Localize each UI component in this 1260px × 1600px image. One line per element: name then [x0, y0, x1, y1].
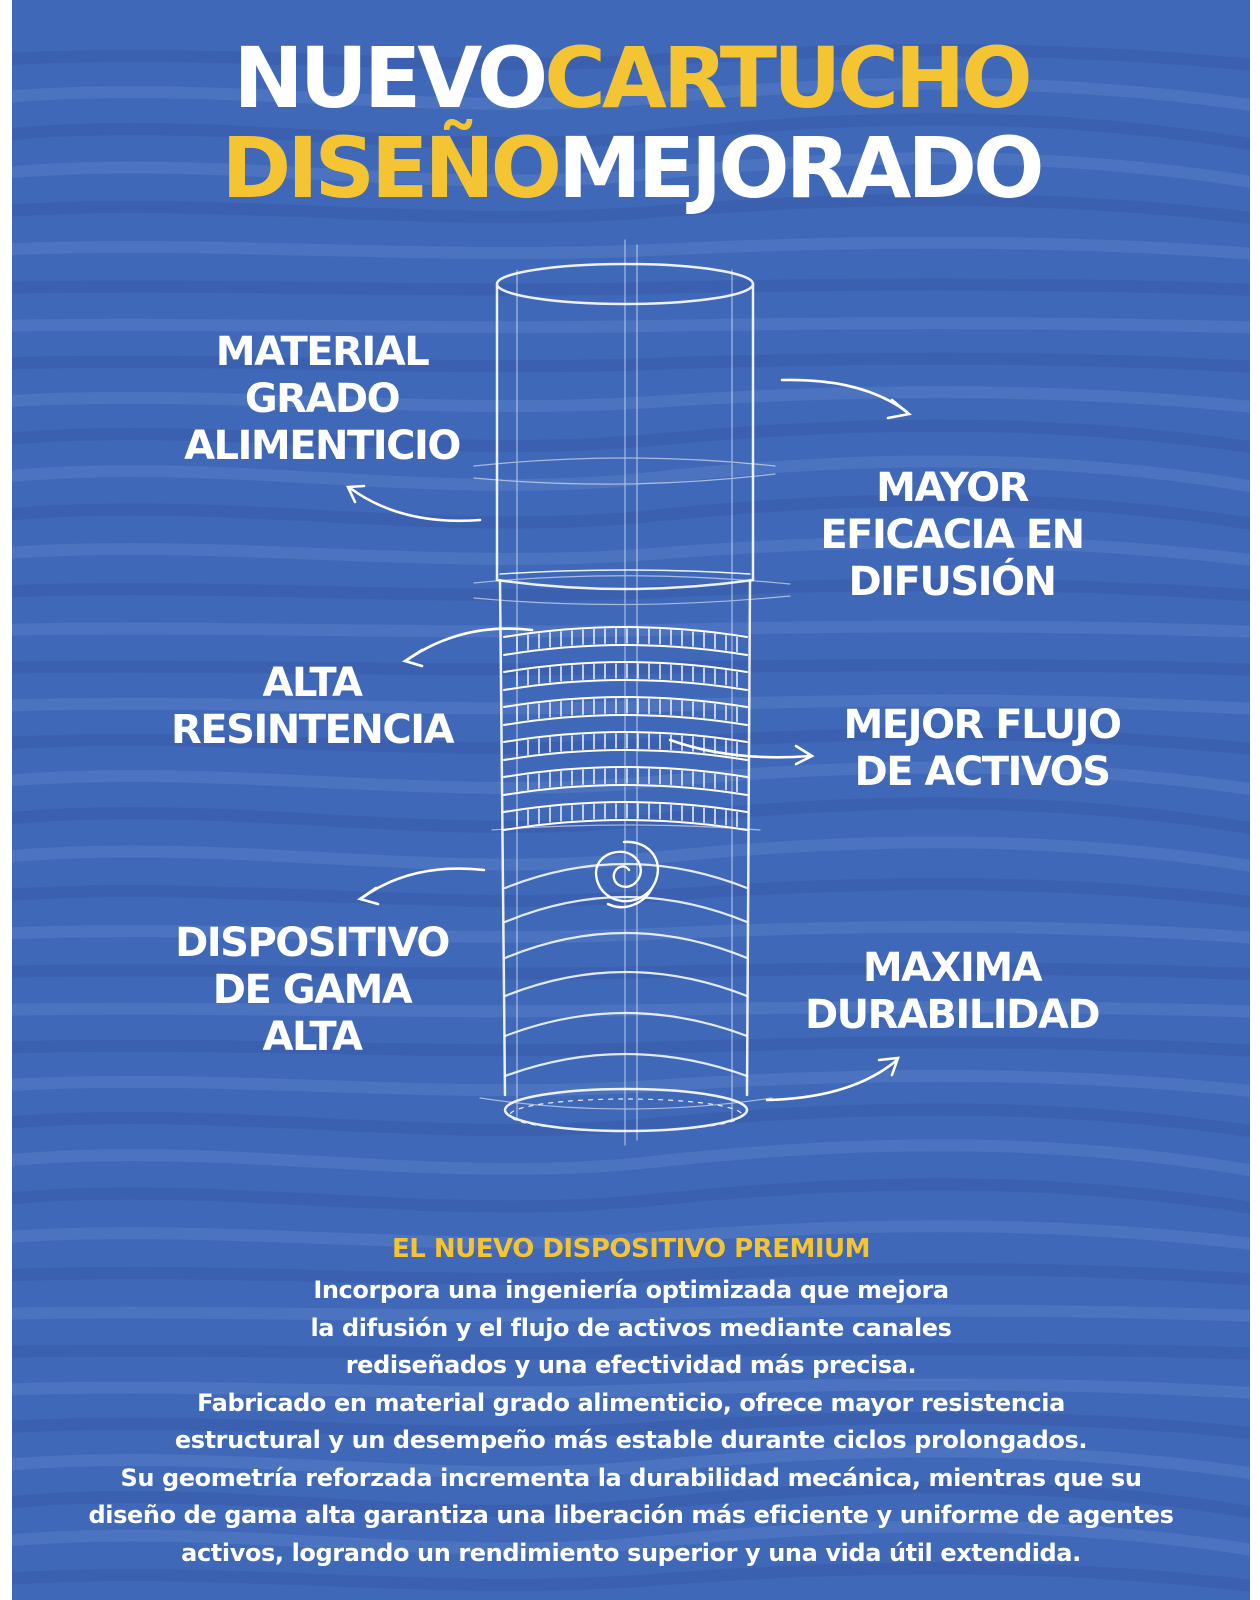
- rib-band: [503, 819, 748, 831]
- rib-band: [503, 731, 748, 743]
- background-wave: [12, 455, 1250, 493]
- background-wave: [12, 1520, 1250, 1556]
- background-wave: [12, 728, 1250, 755]
- background-wave: [12, 1139, 1250, 1177]
- callout-arrows: [346, 378, 912, 1102]
- background-wave: [12, 1481, 1250, 1519]
- background-wave: [12, 620, 1250, 638]
- rib-band: [503, 714, 748, 726]
- title-word-nuevo: NUEVO: [233, 29, 548, 127]
- description-line: Incorpora una ingeniería optimizada que …: [313, 1276, 949, 1304]
- background-wave: [12, 1178, 1250, 1214]
- background-wave: [12, 236, 1250, 260]
- description-line: rediseñados y una efectividad más precis…: [345, 1351, 917, 1379]
- background-wave: [12, 1304, 1250, 1322]
- rib-band: [503, 679, 748, 691]
- description-heading: EL NUEVO DISPOSITIVO PREMIUM: [392, 1234, 870, 1264]
- description-line: activos, logrando un rendimiento superio…: [181, 1538, 1081, 1567]
- background-wave: [12, 962, 1250, 980]
- rib-band: [503, 801, 748, 813]
- title-word-mejorado: MEJORADO: [558, 119, 1044, 217]
- background-wave: [12, 1103, 1250, 1138]
- background-wave: [12, 193, 1250, 224]
- background-wave: [12, 836, 1250, 872]
- feature-flujo: MEJOR FLUJO DE ACTIVOS: [843, 702, 1123, 795]
- background-wave: [12, 419, 1250, 454]
- background-wave: [12, 536, 1250, 566]
- background-wave: [12, 1069, 1250, 1097]
- background-wave: [12, 152, 1250, 188]
- rib-band: [503, 749, 748, 761]
- poster: NUEVOCARTUCHO DISEÑOMEJORADO: [12, 0, 1250, 1600]
- background-wave: [12, 1343, 1250, 1360]
- description-line: la difusión y el flujo de activos median…: [310, 1313, 952, 1342]
- background-wave: [12, 1378, 1250, 1399]
- description-line: diseño de gama alta garantiza una libera…: [88, 1501, 1174, 1529]
- background-wave: [12, 386, 1250, 413]
- rib-band: [503, 644, 748, 656]
- feature-durabilidad: MAXIMA DURABILIDAD: [804, 945, 1101, 1038]
- feature-eficacia: MAYOR EFICACIA EN DIFUSIÓN: [820, 465, 1085, 605]
- title-line-2: DISEÑOMEJORADO: [12, 126, 1250, 210]
- lower-waves: [503, 862, 749, 1078]
- ribbed-channels: [503, 626, 748, 831]
- cartridge-outline: [495, 262, 755, 1133]
- rib-band: [503, 696, 748, 708]
- feature-resistencia: ALTA RESINTENCIA: [170, 660, 455, 753]
- background-wave: [12, 878, 1250, 908]
- background-wave: [12, 77, 1250, 112]
- feature-material: MATERIAL GRADO ALIMENTICIO: [184, 329, 461, 469]
- cartridge-sketch: [346, 239, 912, 1146]
- background-wave: [12, 352, 1250, 373]
- title-line-1: NUEVOCARTUCHO: [12, 36, 1250, 120]
- background-wave: [12, 113, 1250, 151]
- background-wave: [12, 1445, 1250, 1480]
- description-line: Su geometría reforzada incrementa la dur…: [120, 1463, 1142, 1492]
- background-wave: [12, 1220, 1250, 1250]
- rib-band: [503, 766, 748, 778]
- background-wave: [12, 1036, 1250, 1057]
- construction-lines: [473, 239, 791, 1146]
- background-wave: [12, 44, 1250, 71]
- background-wave: [12, 1001, 1250, 1018]
- background-wave: [12, 578, 1250, 602]
- spiral-logo-icon: [594, 840, 660, 909]
- background-wave: [12, 1411, 1250, 1440]
- title-word-cartucho: CARTUCHO: [544, 29, 1032, 127]
- rib-band: [503, 784, 748, 796]
- background-wave: [12, 1562, 1250, 1592]
- description-line: estructural y un desempeño más estable d…: [174, 1426, 1088, 1454]
- background-wave: [12, 761, 1250, 796]
- rib-band: [503, 626, 748, 638]
- feature-dispositivo: DISPOSITIVO DE GAMA ALTA: [175, 920, 450, 1060]
- description-line: Fabricado en material grado alimenticio,…: [197, 1388, 1065, 1417]
- background-wave: [12, 317, 1250, 334]
- background-wave: [12, 494, 1250, 530]
- description-body: Incorpora una ingeniería optimizada que …: [12, 1272, 1250, 1572]
- rib-band: [503, 661, 748, 673]
- background-wave: [12, 659, 1250, 676]
- background-wave: [12, 694, 1250, 715]
- background-wave: [12, 1263, 1250, 1286]
- background-wave-pattern: [12, 44, 1250, 1592]
- title-word-diseno: DISEÑO: [221, 119, 562, 217]
- background-wave: [12, 278, 1250, 296]
